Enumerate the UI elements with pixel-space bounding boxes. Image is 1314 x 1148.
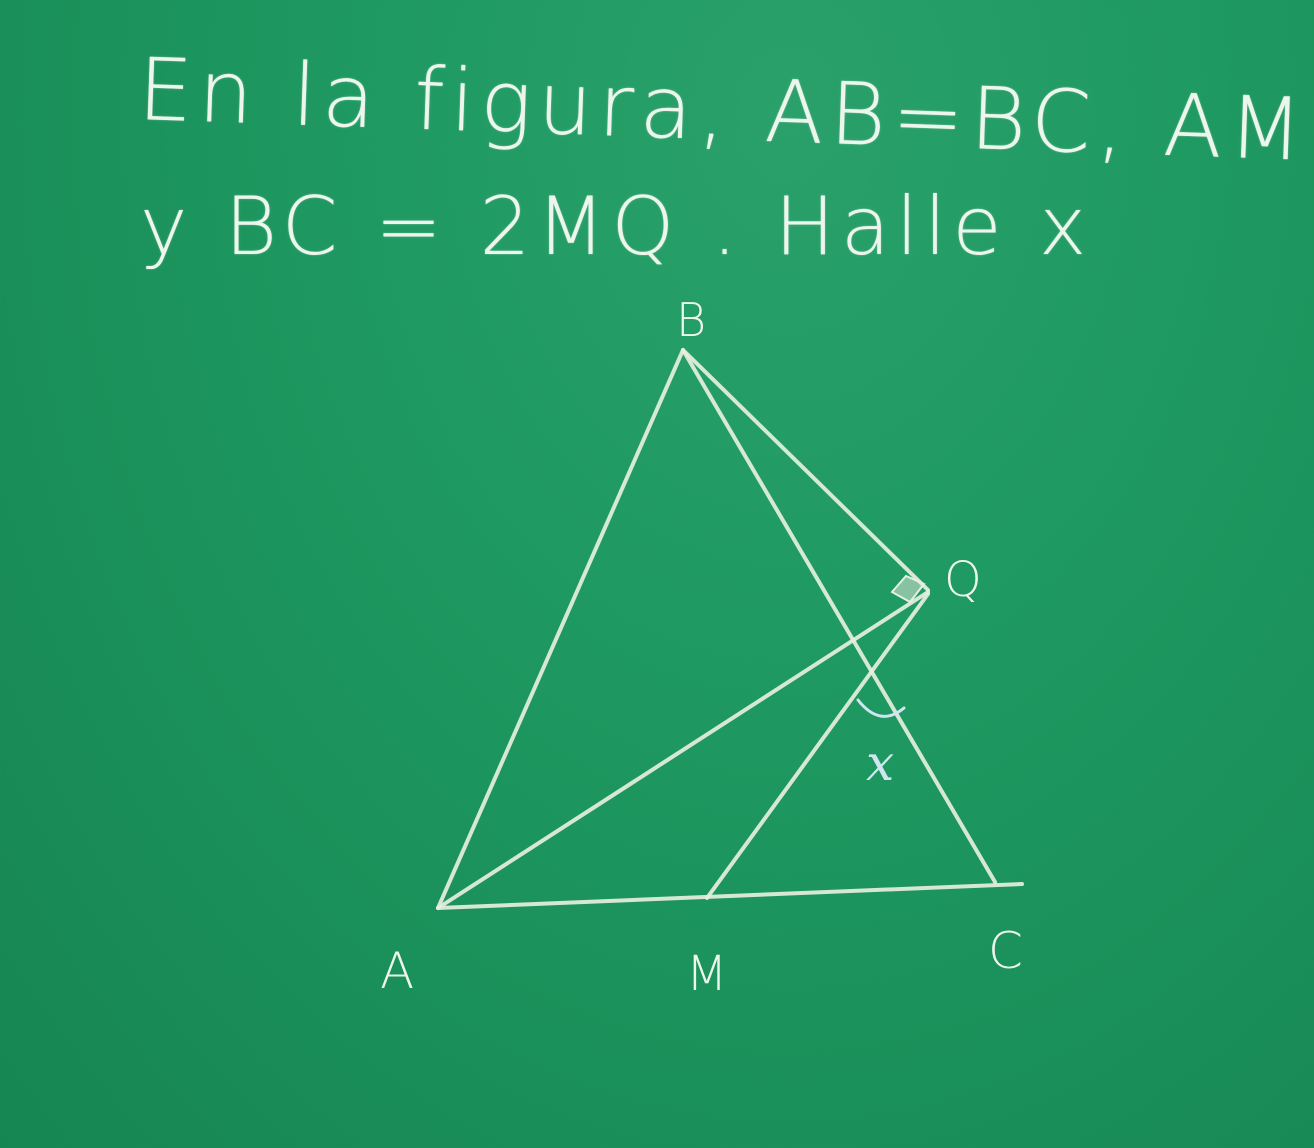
- label-angle-x: x: [866, 734, 894, 792]
- segment-AQ: [436, 590, 930, 910]
- segment-MQ: [705, 592, 930, 900]
- segment-BC: [681, 348, 997, 884]
- label-C: C: [988, 922, 1023, 980]
- angle-x-arc: [856, 698, 906, 718]
- label-B: B: [676, 293, 706, 347]
- label-A: A: [380, 942, 414, 1000]
- problem-statement-line-2: y BC = 2MQ . Halle x: [140, 180, 1093, 273]
- label-M: M: [686, 946, 727, 1002]
- segment-AC: [436, 882, 1024, 910]
- right-angle-mark: [890, 574, 926, 604]
- segment-BQ: [681, 348, 930, 592]
- label-Q: Q: [944, 552, 982, 608]
- segment-AB: [436, 348, 685, 910]
